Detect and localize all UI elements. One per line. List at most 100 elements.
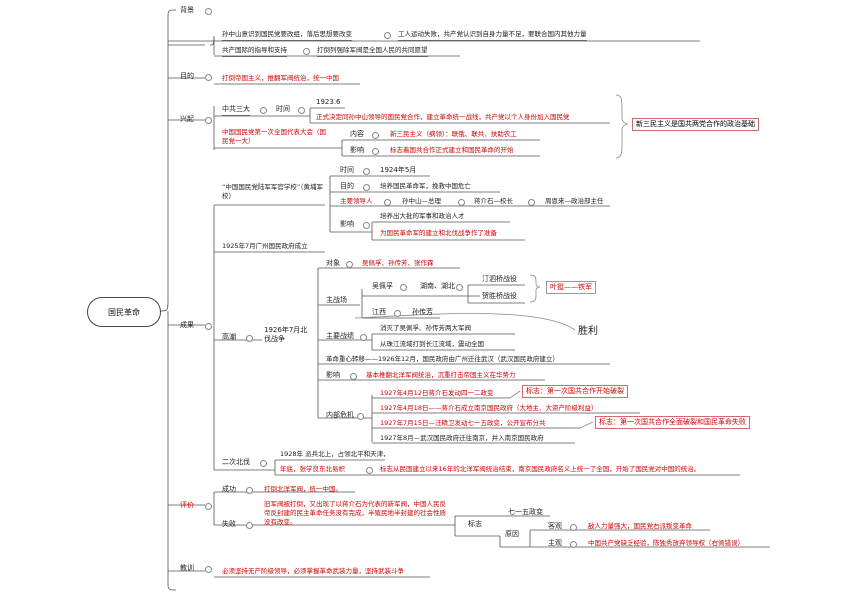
evaluation-label: 评价 [180,501,194,509]
govt-node: 1925年7月广州国民政府成立 [222,242,308,250]
wh-time-value: 1924年5月 [380,166,417,174]
background-label: 背景 [180,6,194,14]
collapse-icon[interactable] [260,460,267,467]
leader-3: 周恩来—政治部主任 [545,197,604,205]
collapse-icon[interactable] [205,74,212,81]
crisis-callout-2-text: 标志：第一次国共合作全面破裂和国民革命失败 [599,418,746,426]
lesson-text: 必须坚持无产阶级领导，必须掌握革命武装力量，坚持武装斗争 [222,567,404,575]
impact-label: 影响 [350,146,364,154]
second-exp-label: 二次北伐 [222,458,250,466]
collapse-icon[interactable] [346,261,353,268]
result-1: 消灭了吴佩孚、孙传芳两大军阀 [380,324,471,332]
collapse-icon[interactable] [350,373,357,380]
wh-goal-value: 培养国民革命军，挽救中国危亡 [380,182,471,190]
collapse-icon[interactable] [205,117,212,124]
collapse-icon[interactable] [372,148,379,155]
crisis-3: 1927年7月15日—汪精卫发动七一五政变，公开宣布分共 [380,419,546,427]
collapse-icon[interactable] [205,566,212,573]
crisis-callout-2: 标志：第一次国共合作全面破裂和国民革命失败 [595,416,750,429]
battle-1: 汀泗桥战役 [482,275,517,283]
leader-2: 蒋介石—校长 [474,197,513,205]
success-label: 成功 [222,485,236,493]
collapse-icon[interactable] [246,335,253,342]
collapse-icon[interactable] [372,132,379,139]
expedition-node: 1926年7月北伐战争 [264,326,308,343]
rise-callout-text: 新三民主义是国共两党合作的政治基础 [636,120,755,128]
background-item-2: 工人运动失败，共产党认识到自身力量不足，要联合国内其他力量 [398,30,587,41]
result-label: 主要战绩 [326,332,354,340]
iron-army-callout: 叶挺——铁军 [546,281,596,294]
collapse-icon[interactable] [384,199,391,206]
collapse-icon[interactable] [205,503,212,510]
collapse-icon[interactable] [205,8,212,15]
content-label: 内容 [350,130,364,138]
wh-impact-2: 为国民革命军的建立和北伐战争作了准备 [380,229,497,237]
goal-label: 目的 [180,72,194,80]
sign-label: 标志 [468,520,482,528]
wh-impact-1: 培养出大批的军事和政治人才 [380,212,465,220]
background-item-4: 打倒列强除军阀是全国人民的共同愿望 [317,46,428,57]
root-node: 国民革命 [87,297,161,327]
climax-label: 高潮 [222,333,236,341]
collapse-icon[interactable] [570,541,577,548]
collapse-icon[interactable] [528,199,535,206]
time-label: 时间 [276,105,290,113]
collapse-icon[interactable] [570,524,577,531]
iron-army-text: 叶挺——铁军 [550,283,592,291]
crisis-2: 1927年4月18日——蒋介石成立南京国民政府（大地主、大资产阶级利益） [380,404,598,412]
leaders-label: 主要领导人 [340,197,373,205]
collapse-icon[interactable] [458,199,465,206]
fail-value: 旧军阀被打倒，又出现了以蒋介石为代表的新军阀，中国人民反帝反封建的民主革命任务没… [264,500,446,526]
ex-impact-value: 基本推翻北洋军阀统治，沉重打击帝国主义在华势力 [366,371,516,379]
crisis-1: 1927年4月12日蒋介石发动四一二政变 [380,389,494,397]
rise-callout: 新三民主义是国共两党合作的政治基础 [632,118,759,131]
collapse-icon[interactable] [260,107,267,114]
subjective-value: 中国共产党缺乏经验，陈独秀放弃领导权（右倾错误） [588,539,744,547]
background-item-1: 孙中山意识到国民党要改组，落后思想要改变 [222,30,352,41]
second-1: 1928年 派兵北上，占领北平和天津， [280,450,390,458]
collapse-icon[interactable] [357,413,364,420]
wh-time-label: 时间 [340,166,354,174]
collapse-icon[interactable] [303,48,310,55]
second-2b: 标志从民国建立以来16年的北洋军阀统治结束，南京国民政府名义上统一了全国，开始了… [380,465,701,473]
fail-label: 失败 [222,520,236,528]
collapse-icon[interactable] [363,184,370,191]
hunan-node: 湖南、湖北 [420,282,455,290]
victory-label: 胜利 [578,326,598,337]
reason-label: 原因 [505,530,519,538]
rise-label: 兴起 [180,115,194,123]
achievement-label: 成果 [180,321,194,329]
collapse-icon[interactable] [384,32,391,39]
subjective-label: 主观 [548,539,562,547]
target-label: 对象 [326,259,340,267]
wu-node: 吴佩孚 [372,282,393,290]
collapse-icon[interactable] [246,487,253,494]
root-label: 国民革命 [108,307,140,317]
collapse-icon[interactable] [366,467,373,474]
collapse-icon[interactable] [246,522,253,529]
ccp3-decision: 正式决定同孙中山领导的国民党合作，建立革命统一战线，共产党以个人身份加入国民党 [316,113,570,121]
wh-goal-label: 目的 [340,182,354,190]
ex-impact-label: 影响 [326,371,340,379]
lesson-label: 教训 [180,564,194,572]
objective-value: 敌人力量强大，国民党右派叛变革命 [588,522,692,530]
collapse-icon[interactable] [456,284,463,291]
collapse-icon[interactable] [360,334,367,341]
ccp3-node: 中共三大 [222,105,250,116]
collapse-icon[interactable] [394,310,401,317]
sign-value: 七一五政变 [508,508,543,516]
collapse-icon[interactable] [363,168,370,175]
background-item-3: 共产国际的指导和支持 [222,46,287,57]
jiangxi-node: 江西 [372,308,386,316]
leader-1: 孙中山—总理 [402,197,441,205]
collapse-icon[interactable] [400,284,407,291]
battle-2: 贺胜桥战役 [482,292,517,300]
goal-text: 打倒帝国主义，推翻军阀统治，统一中国 [222,74,339,82]
collapse-icon[interactable] [205,323,212,330]
second-2a: 年底，张学良东北易帜 [280,465,345,473]
battlefield-label: 主战场 [326,296,347,304]
kmt1-node: 中国国民党第一次全国代表大会（国民党一大） [222,128,326,145]
collapse-icon[interactable] [298,107,305,114]
collapse-icon[interactable] [363,222,370,229]
whampoa-node: “中国国民党陆军军官学校”（黄埔军校） [222,183,323,200]
